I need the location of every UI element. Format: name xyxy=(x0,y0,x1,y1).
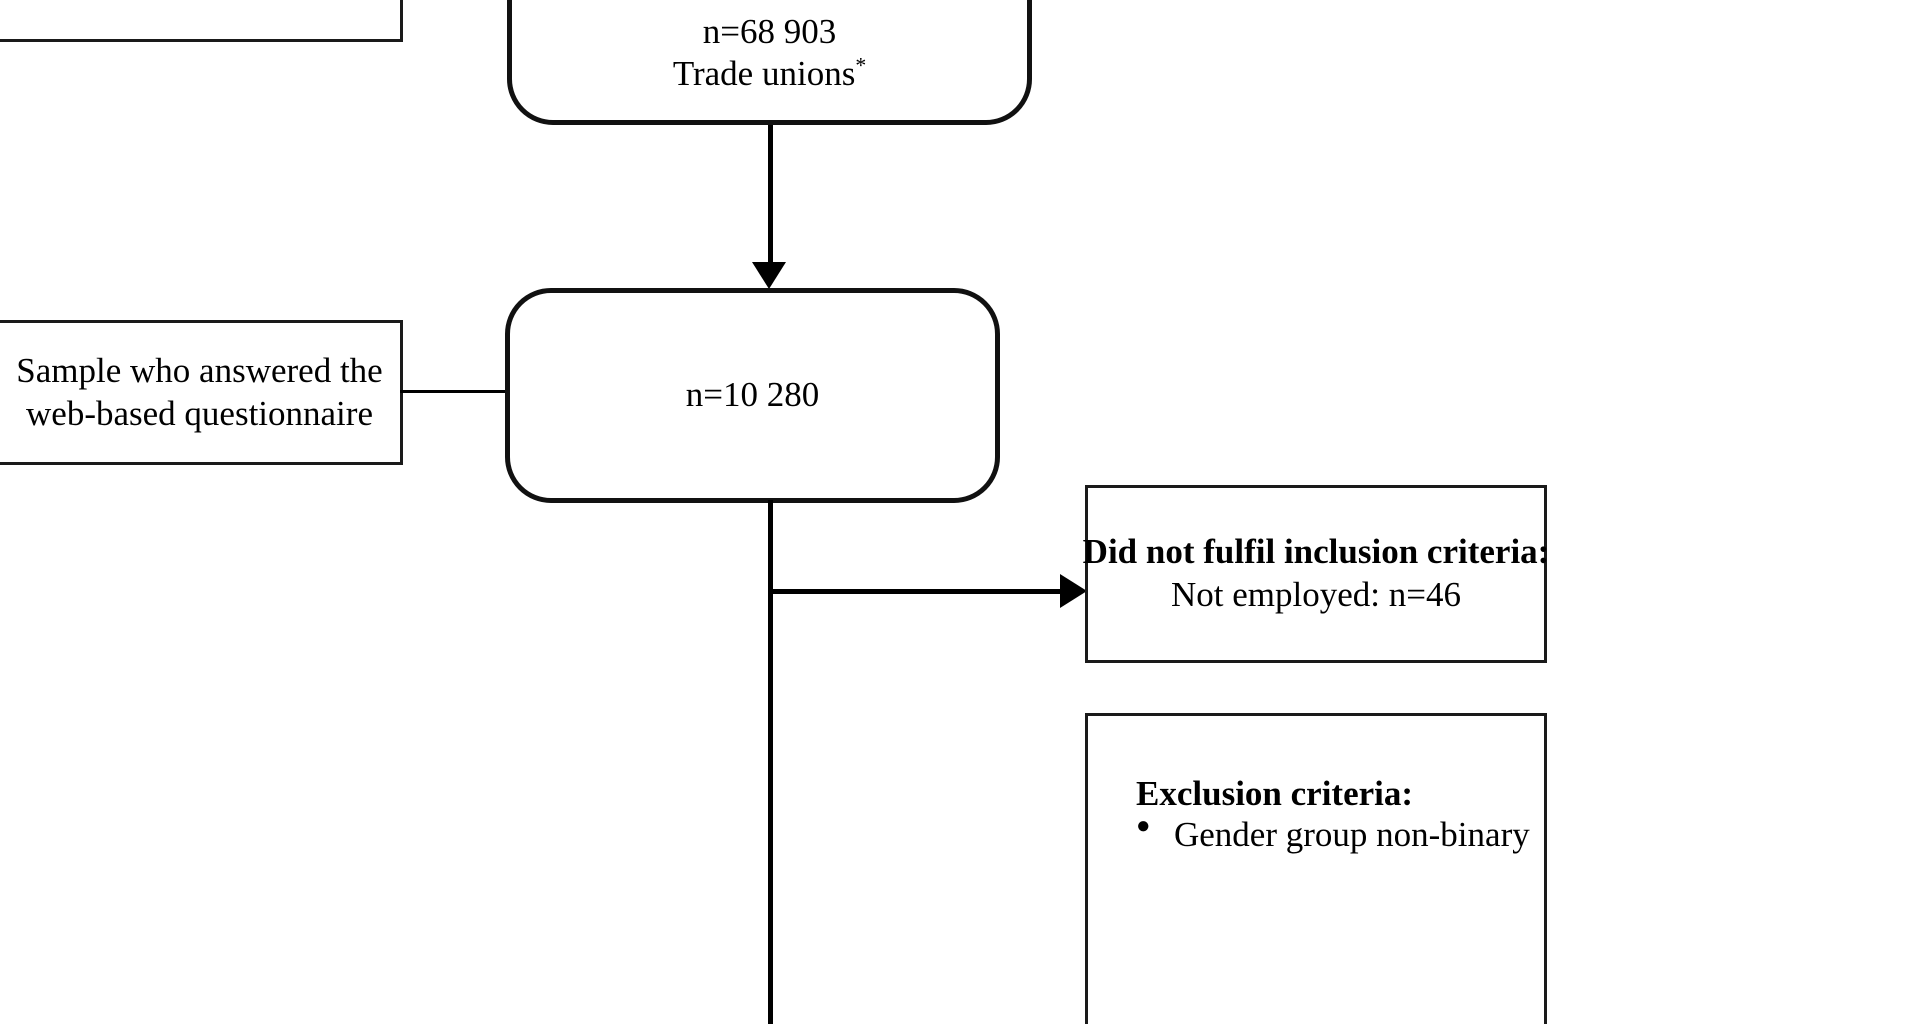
did-not-fulfil-heading: Did not fulfil inclusion criteria: xyxy=(1082,532,1550,572)
exclusion-criteria-heading: Exclusion criteria: xyxy=(1136,774,1414,813)
top-left-annotation-box xyxy=(0,0,403,42)
respondents-box: n=10 280 xyxy=(505,288,1000,503)
respondents-annotation-line-1: Sample who answered the xyxy=(16,350,383,390)
exclusion-criteria-list: Gender group non-binary xyxy=(1088,812,1544,857)
did-not-fulfil-detail: Not employed: n=46 xyxy=(1171,575,1461,614)
source-population-footnote-marker: * xyxy=(855,53,867,78)
source-population-box: n=68 903 Trade unions* xyxy=(507,0,1032,125)
source-population-count: n=68 903 xyxy=(702,11,837,51)
did-not-fulfil-inclusion-box: Did not fulfil inclusion criteria: Not e… xyxy=(1082,485,1550,663)
respondents-annotation-connector xyxy=(400,390,512,393)
list-item: Gender group non-binary xyxy=(1136,812,1544,857)
source-population-label-text: Trade unions xyxy=(672,54,856,94)
source-to-respondents-arrowhead xyxy=(752,262,786,289)
respondents-annotation-box: Sample who answered the web-based questi… xyxy=(0,320,403,465)
respondents-downstream-stem xyxy=(768,500,773,1024)
exclusion-criteria-box: Exclusion criteria: Gender group non-bin… xyxy=(1085,713,1547,1024)
source-population-label: Trade unions* xyxy=(673,53,866,96)
respondents-to-not-fulfil-line xyxy=(768,589,1073,594)
source-to-respondents-line xyxy=(768,125,773,273)
respondents-count: n=10 280 xyxy=(685,375,820,415)
respondents-to-not-fulfil-arrowhead xyxy=(1060,574,1087,608)
respondents-annotation-line-2: web-based questionnaire xyxy=(26,393,373,433)
